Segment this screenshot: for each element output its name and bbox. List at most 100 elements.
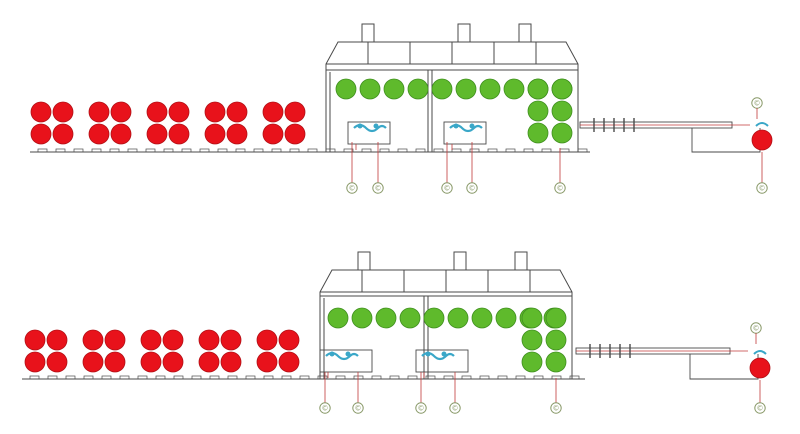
red-roll xyxy=(256,351,278,373)
drying-cylinder xyxy=(351,307,373,329)
callout-mark: © xyxy=(322,405,329,413)
callout-circle xyxy=(372,182,384,194)
red-roll xyxy=(30,101,52,123)
callout-mark: © xyxy=(375,185,382,193)
steam-valve xyxy=(345,351,351,357)
rail-foot xyxy=(461,375,472,380)
rewind-arm xyxy=(753,350,767,355)
red-roll xyxy=(204,101,226,123)
unwind-roll-group xyxy=(256,329,300,373)
unwind-roll-groups xyxy=(30,101,306,145)
unwind-roll-group xyxy=(82,329,126,373)
red-roll xyxy=(52,123,74,145)
callout-mark: © xyxy=(757,405,764,413)
red-roll xyxy=(146,101,168,123)
rail-foot xyxy=(397,148,408,153)
rail-foot xyxy=(361,148,372,153)
drying-cylinder xyxy=(375,307,397,329)
rewind-stand xyxy=(691,128,761,153)
dryer-hood xyxy=(319,251,573,379)
unwind-roll-group xyxy=(24,329,68,373)
unwind-roll-group xyxy=(30,101,74,145)
steam-valve xyxy=(329,351,335,357)
steam-valve xyxy=(425,351,431,357)
red-roll xyxy=(262,101,284,123)
rail-foot xyxy=(163,148,174,153)
red-roll xyxy=(52,101,74,123)
exhaust-chimney xyxy=(453,251,467,271)
red-roll xyxy=(162,329,184,351)
callout-mark: © xyxy=(557,185,564,193)
rewind-arm xyxy=(755,122,769,127)
drying-cylinder xyxy=(527,100,549,122)
drying-cylinder xyxy=(503,78,525,100)
rail-foot xyxy=(289,148,300,153)
callout-mark: © xyxy=(469,185,476,193)
rail-foot xyxy=(91,148,102,153)
callout-circle xyxy=(319,402,331,414)
rail-foot xyxy=(389,375,400,380)
callout-marker: © xyxy=(372,182,384,194)
rail-foot xyxy=(317,375,328,380)
red-roll xyxy=(226,101,248,123)
drying-cylinder xyxy=(495,307,517,329)
exhaust-chimney xyxy=(514,251,528,271)
rail-foot xyxy=(281,375,292,380)
rail-foot xyxy=(379,148,390,153)
rail-foot xyxy=(73,148,84,153)
rail-foot xyxy=(145,148,156,153)
take-up-conveyor xyxy=(575,344,771,380)
callout-circle xyxy=(346,182,358,194)
callout-circle xyxy=(554,182,566,194)
rail-foot xyxy=(335,375,346,380)
drying-cylinder xyxy=(431,78,453,100)
rail-foot xyxy=(137,375,148,380)
drying-cylinder xyxy=(407,78,429,100)
unwind-roll-group xyxy=(88,101,132,145)
red-roll xyxy=(140,351,162,373)
drying-cylinder xyxy=(521,329,543,351)
callouts: ©©©©©©© xyxy=(319,322,766,414)
rail-foot xyxy=(487,148,498,153)
drying-cylinder-stack xyxy=(521,307,567,373)
drying-cylinder-stack xyxy=(527,78,573,144)
red-roll xyxy=(198,329,220,351)
rail-foot xyxy=(451,148,462,153)
exhaust-chimney xyxy=(457,23,471,43)
steam-valve xyxy=(453,123,459,129)
red-roll xyxy=(220,329,242,351)
drying-cylinder xyxy=(521,307,543,329)
red-roll xyxy=(24,351,46,373)
steam-valve xyxy=(469,123,475,129)
drying-cylinder xyxy=(383,78,405,100)
callout-marker: © xyxy=(441,182,453,194)
red-roll xyxy=(284,101,306,123)
unwind-roll-group xyxy=(198,329,242,373)
callout-mark: © xyxy=(418,405,425,413)
callout-mark: © xyxy=(452,405,459,413)
rail-foot xyxy=(343,148,354,153)
drying-cylinder xyxy=(551,100,573,122)
rail-foot xyxy=(37,148,48,153)
rail-foot xyxy=(479,375,490,380)
red-roll xyxy=(82,329,104,351)
red-roll xyxy=(46,329,68,351)
callout-marker: © xyxy=(550,402,562,414)
rail-foot xyxy=(47,375,58,380)
steam-unit-frame xyxy=(443,121,487,145)
drying-cylinder xyxy=(551,122,573,144)
callout-circle xyxy=(415,402,427,414)
callout-circle xyxy=(449,402,461,414)
rail-foot xyxy=(173,375,184,380)
callout-circle xyxy=(754,402,766,414)
red-roll xyxy=(284,123,306,145)
unwind-roll-group xyxy=(262,101,306,145)
rail-foot xyxy=(551,375,562,380)
rail-foot xyxy=(83,375,94,380)
drying-cylinder xyxy=(545,329,567,351)
callout-circle xyxy=(756,182,768,194)
steam-valve xyxy=(357,123,363,129)
steam-unit xyxy=(347,121,391,150)
drying-cylinder xyxy=(545,351,567,373)
